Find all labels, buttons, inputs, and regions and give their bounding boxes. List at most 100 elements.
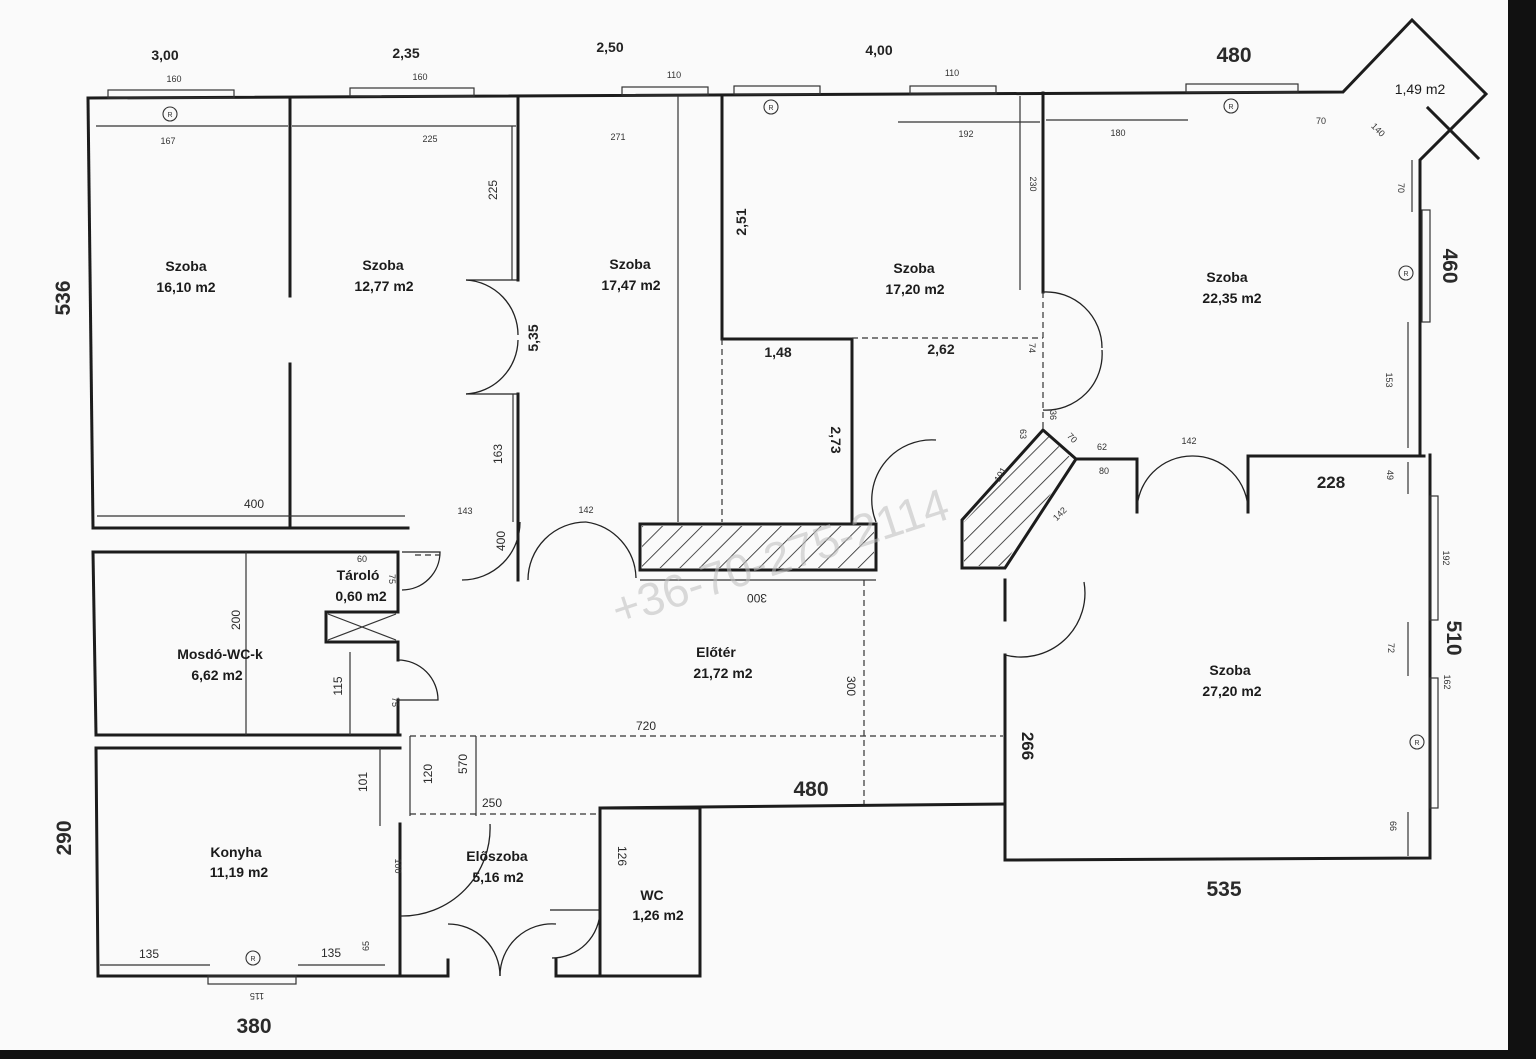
dimension-label: 300: [747, 591, 767, 605]
radiator-markers: R R R R R R: [162, 98, 1425, 966]
dimension-label: 75: [387, 574, 397, 584]
dimension-label: 143: [457, 506, 472, 516]
dimension-label: 535: [1206, 878, 1241, 901]
dimension-label: 142: [1051, 505, 1069, 523]
dimension-label: 135: [321, 946, 341, 960]
dimension-label: 225: [422, 134, 437, 144]
room-area: 5,16 m2: [472, 869, 524, 885]
dimension-label: 271: [610, 132, 625, 142]
dimension-label: 72: [1386, 643, 1396, 653]
dimension-label: 100: [393, 858, 403, 873]
dimension-label: 160: [412, 72, 427, 82]
dimension-label: 62: [1097, 442, 1107, 452]
dimension-label: 510: [1442, 620, 1465, 655]
dimension-label: 70: [1396, 183, 1406, 193]
dimension-label: 228: [1317, 473, 1345, 492]
room-area: 21,72 m2: [693, 665, 752, 681]
dimension-label: 115: [250, 991, 264, 1001]
hatched-wall-block: [642, 526, 874, 568]
room-name: Szoba: [165, 258, 206, 274]
dimension-label: 2,51: [733, 208, 749, 235]
windows: [107, 83, 1439, 985]
radiator-icon: R: [1398, 265, 1414, 281]
room-area: 1,49 m2: [1395, 81, 1446, 97]
room-area: 0,60 m2: [335, 588, 387, 604]
dimension-label: 570: [456, 754, 470, 774]
radiator-icon: R: [245, 950, 261, 966]
dimension-label: 140: [1369, 121, 1387, 139]
dimension-label: 192: [958, 129, 973, 139]
dimension-guides: [96, 96, 1413, 966]
dimension-label: 66: [1388, 821, 1398, 831]
room-area: 22,35 m2: [1202, 290, 1261, 306]
dimension-label: 70: [1316, 116, 1326, 126]
dimension-label: 400: [494, 531, 508, 551]
dimension-label: 230: [1028, 176, 1038, 191]
dimension-label: 65: [361, 941, 371, 951]
dimension-label: 153: [1384, 372, 1394, 387]
svg-text:R: R: [1228, 104, 1233, 111]
radiator-icon: R: [162, 106, 178, 122]
dimension-label: 200: [229, 610, 243, 630]
room-name: Szoba: [893, 260, 934, 276]
room-name: Szoba: [1206, 269, 1247, 285]
doors: [397, 279, 1249, 978]
dimension-label: 2,35: [392, 45, 419, 61]
svg-text:R: R: [167, 112, 172, 119]
dimension-label: 2,73: [828, 426, 844, 453]
dimension-label: 120: [421, 764, 435, 784]
dimension-label: 75: [390, 697, 400, 707]
dimension-label: 80: [1099, 466, 1109, 476]
room-area: 11,19 m2: [210, 864, 269, 880]
room-name: Konyha: [210, 844, 262, 860]
storage-box-cross: [327, 613, 397, 641]
room-area: 27,20 m2: [1202, 683, 1261, 699]
dimension-label: 70: [1065, 431, 1079, 445]
dimension-label: 110: [667, 70, 681, 80]
room-labels: Szoba 16,10 m2 Szoba 12,77 m2 Szoba 17,4…: [156, 81, 1445, 923]
stair-hatch: [964, 433, 1073, 566]
dimension-label: 163: [491, 444, 505, 464]
svg-text:R: R: [768, 105, 773, 112]
dimension-label: 180: [1110, 128, 1125, 138]
scan-frame-bottom: [0, 1050, 1536, 1059]
dimension-label: 2,50: [596, 39, 623, 55]
room-area: 1,26 m2: [632, 907, 684, 923]
room-name: Előszoba: [466, 848, 528, 864]
room-area: 16,10 m2: [156, 279, 215, 295]
dimension-label: 720: [636, 719, 656, 733]
room-area: 17,47 m2: [601, 277, 660, 293]
dimension-label: 101: [356, 772, 370, 792]
dimension-label: 380: [236, 1015, 271, 1038]
dimension-label: 142: [578, 505, 593, 515]
dimension-label: 225: [486, 180, 500, 200]
room-name: Szoba: [362, 257, 403, 273]
dimension-label: 74: [1027, 343, 1037, 353]
dimension-label: 480: [793, 778, 828, 801]
dimension-label: 162: [1442, 674, 1452, 689]
dimension-label: 5,35: [525, 324, 541, 351]
radiator-icon: R: [1223, 98, 1239, 114]
room-area: 17,20 m2: [885, 281, 944, 297]
room-area: 12,77 m2: [354, 278, 413, 294]
room-area: 6,62 m2: [191, 667, 243, 683]
radiator-icon: R: [1409, 734, 1425, 750]
dimension-label: 3,00: [151, 47, 178, 63]
room-name: Szoba: [609, 256, 650, 272]
dimension-label: 36: [1048, 410, 1058, 420]
dimension-label: 4,00: [865, 42, 892, 58]
scan-frame-right: [1508, 0, 1536, 1059]
dimension-label: 480: [1216, 44, 1251, 67]
dimension-label: 250: [482, 796, 502, 810]
room-name: Szoba: [1209, 662, 1250, 678]
dimension-label: 115: [331, 676, 345, 695]
dimension-label: 1,48: [764, 344, 791, 360]
svg-text:R: R: [1414, 740, 1419, 747]
dimension-label: 2,62: [927, 341, 954, 357]
room-name: Előtér: [696, 644, 736, 660]
room-name: Mosdó-WC-k: [177, 646, 263, 662]
dimension-label: 49: [1385, 470, 1395, 480]
dimension-label: 160: [166, 74, 181, 84]
small-dimensions: 160 160 110 110 167 225 271 192 180 70 1…: [139, 68, 1452, 1001]
